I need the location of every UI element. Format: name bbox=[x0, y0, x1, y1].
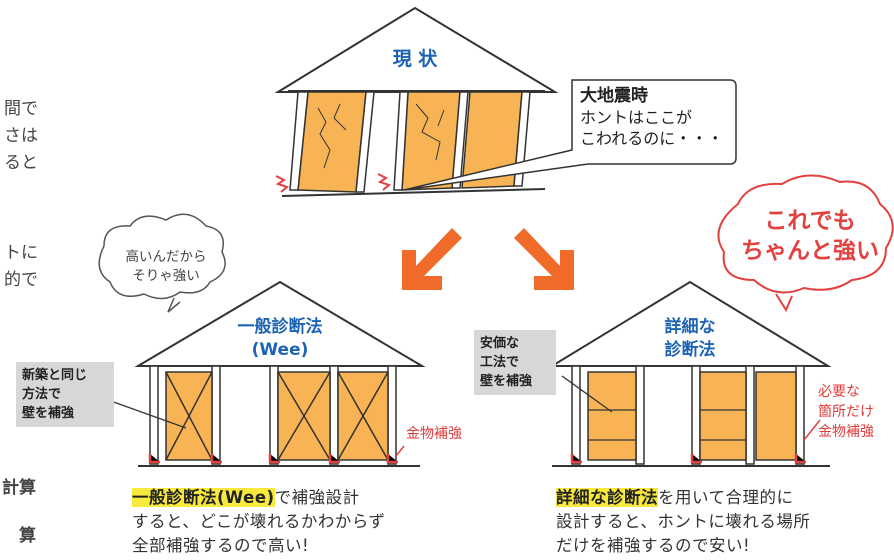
crack-mark-left bbox=[275, 175, 290, 193]
house-current-panel-left bbox=[297, 91, 367, 193]
left-fragment-top: 間で さは ると bbox=[0, 96, 38, 177]
thought-bubble bbox=[98, 213, 226, 313]
gray-label-line: 方法で bbox=[22, 387, 62, 402]
left-fragment-bottom: 計算 算 bbox=[0, 464, 36, 560]
callout-line: ホントはここが bbox=[580, 108, 693, 127]
gray-label-line: 壁を補強 bbox=[480, 374, 533, 389]
thought-line: そりゃ強い bbox=[132, 268, 200, 284]
red-cloud-line: これでも bbox=[764, 208, 856, 234]
house-current bbox=[274, 6, 737, 197]
general-caption-line2: すると、どこが壊れるかわからず bbox=[132, 512, 386, 531]
crack-mark-mid bbox=[377, 173, 392, 191]
house-current-panel-mid bbox=[401, 91, 461, 191]
red-label-line: 必要な bbox=[818, 384, 860, 400]
house-general bbox=[107, 280, 426, 467]
detailed-title: 詳細な 診断法 bbox=[630, 316, 750, 362]
general-title: 一般診断法 (Wee) bbox=[210, 316, 350, 362]
detailed-caption-line1: 詳細な診断法を用いて合理的に bbox=[556, 486, 886, 510]
detailed-caption: 詳細な診断法を用いて合理的に 設計すると、ホントに壊れる場所 だけを補強するので… bbox=[556, 486, 886, 558]
thought-text: 高いんだから そりゃ強い bbox=[108, 248, 224, 286]
detailed-title-line: 診断法 bbox=[664, 340, 716, 360]
general-caption: 一般診断法(Wee)で補強設計 すると、どこが壊れるかわからず 全部補強するので… bbox=[132, 486, 432, 558]
callout-heading: 大地震時 bbox=[580, 86, 648, 106]
callout-line: こわれるのに・・・ bbox=[580, 129, 724, 148]
detailed-panel-3 bbox=[755, 371, 797, 461]
red-label-line: 金物補強 bbox=[818, 424, 874, 440]
general-caption-rest: で補強設計 bbox=[274, 488, 360, 507]
arrow-left bbox=[402, 228, 462, 290]
red-label-line: 箇所だけ bbox=[818, 404, 874, 420]
left-fragment-line: 計算 bbox=[2, 478, 36, 498]
red-cloud-text: これでも ちゃんと強い bbox=[726, 206, 894, 266]
left-fragment-line: トに bbox=[4, 243, 38, 263]
detailed-gray-label: 安価な 工法で 壁を補強 bbox=[474, 330, 556, 395]
detailed-panel-2 bbox=[699, 371, 747, 461]
red-cloud-line: ちゃんと強い bbox=[741, 238, 879, 264]
detailed-metal-fittings bbox=[570, 454, 806, 464]
general-red-label: 金物補強 bbox=[406, 426, 462, 442]
left-fragment-line: ると bbox=[4, 153, 38, 173]
detailed-caption-rest: を用いて合理的に bbox=[658, 488, 794, 507]
left-fragment-line: 間で bbox=[4, 99, 38, 119]
left-fragment-line: 的で bbox=[4, 270, 38, 290]
general-caption-line1: 一般診断法(Wee)で補強設計 bbox=[132, 486, 432, 510]
detailed-red-label: 必要な 箇所だけ 金物補強 bbox=[818, 382, 894, 442]
detailed-panel-1 bbox=[587, 371, 637, 461]
red-cloud bbox=[717, 174, 894, 313]
general-gray-label: 新築と同じ 方法で 壁を補強 bbox=[16, 362, 114, 427]
detailed-title-line: 詳細な bbox=[664, 317, 716, 337]
gray-label-line: 安価な bbox=[480, 336, 520, 351]
left-fragment-line: 算 bbox=[19, 526, 36, 546]
gray-label-line: 新築と同じ bbox=[22, 368, 88, 383]
current-title: 現 状 bbox=[392, 48, 438, 70]
left-fragment-line: さは bbox=[4, 126, 38, 146]
thought-line: 高いんだから bbox=[125, 249, 207, 265]
house-detailed bbox=[548, 280, 832, 467]
gray-label-line: 工法で bbox=[480, 355, 520, 370]
callout-text: 大地震時 ホントはここが こわれるのに・・・ bbox=[580, 86, 730, 149]
left-fragment-mid: トに 的で bbox=[0, 240, 38, 294]
general-metal-fittings bbox=[148, 454, 398, 464]
general-caption-highlight: 一般診断法(Wee) bbox=[132, 488, 275, 507]
detailed-caption-highlight: 詳細な診断法 bbox=[556, 488, 658, 507]
arrow-right bbox=[514, 228, 574, 290]
general-caption-line3: 全部補強するので高い! bbox=[132, 536, 310, 555]
detailed-caption-line2: 設計すると、ホントに壊れる場所 bbox=[556, 512, 811, 531]
general-title-line: (Wee) bbox=[251, 340, 309, 360]
gray-label-line: 壁を補強 bbox=[22, 406, 75, 421]
general-title-line: 一般診断法 bbox=[237, 317, 323, 337]
callout-bubble bbox=[403, 79, 737, 191]
detailed-caption-line3: だけを補強するので安い! bbox=[556, 536, 751, 555]
